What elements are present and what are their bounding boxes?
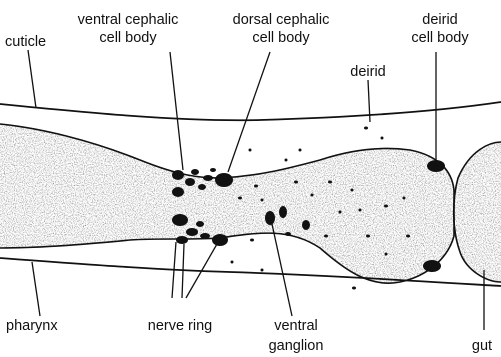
label-dorsal-cephalic-1: dorsal cephalic: [233, 12, 330, 28]
nerve-ring-leader-2: [182, 244, 184, 298]
label-cuticle: cuticle: [5, 34, 46, 50]
label-deirid-cell-1: deirid: [422, 12, 457, 28]
label-dorsal-cephalic-2: cell body: [252, 30, 310, 46]
gut-shading: [454, 142, 501, 282]
label-ventral-cephalic-1: ventral cephalic: [78, 12, 179, 28]
ventral-cephalic-leader: [170, 52, 183, 170]
cuticle-leader: [28, 50, 36, 108]
dorsal-cephalic-leader: [228, 52, 270, 172]
label-ventral-cephalic-2: cell body: [99, 30, 157, 46]
pharynx-leader: [32, 262, 40, 316]
label-deirid-cell-2: cell body: [411, 30, 469, 46]
label-gut: gut: [472, 338, 492, 354]
label-pharynx: pharynx: [6, 318, 58, 334]
label-ventral-ganglion-2: ganglion: [269, 338, 324, 354]
cuticle-upper-line: [0, 102, 501, 120]
label-deirid: deirid: [350, 64, 385, 80]
dorsal-cephalic-cell-body: [215, 173, 233, 187]
label-ventral-ganglion-1: ventral: [274, 318, 318, 334]
label-nerve-ring: nerve ring: [148, 318, 212, 334]
ventral-ganglion-leader: [272, 224, 292, 316]
